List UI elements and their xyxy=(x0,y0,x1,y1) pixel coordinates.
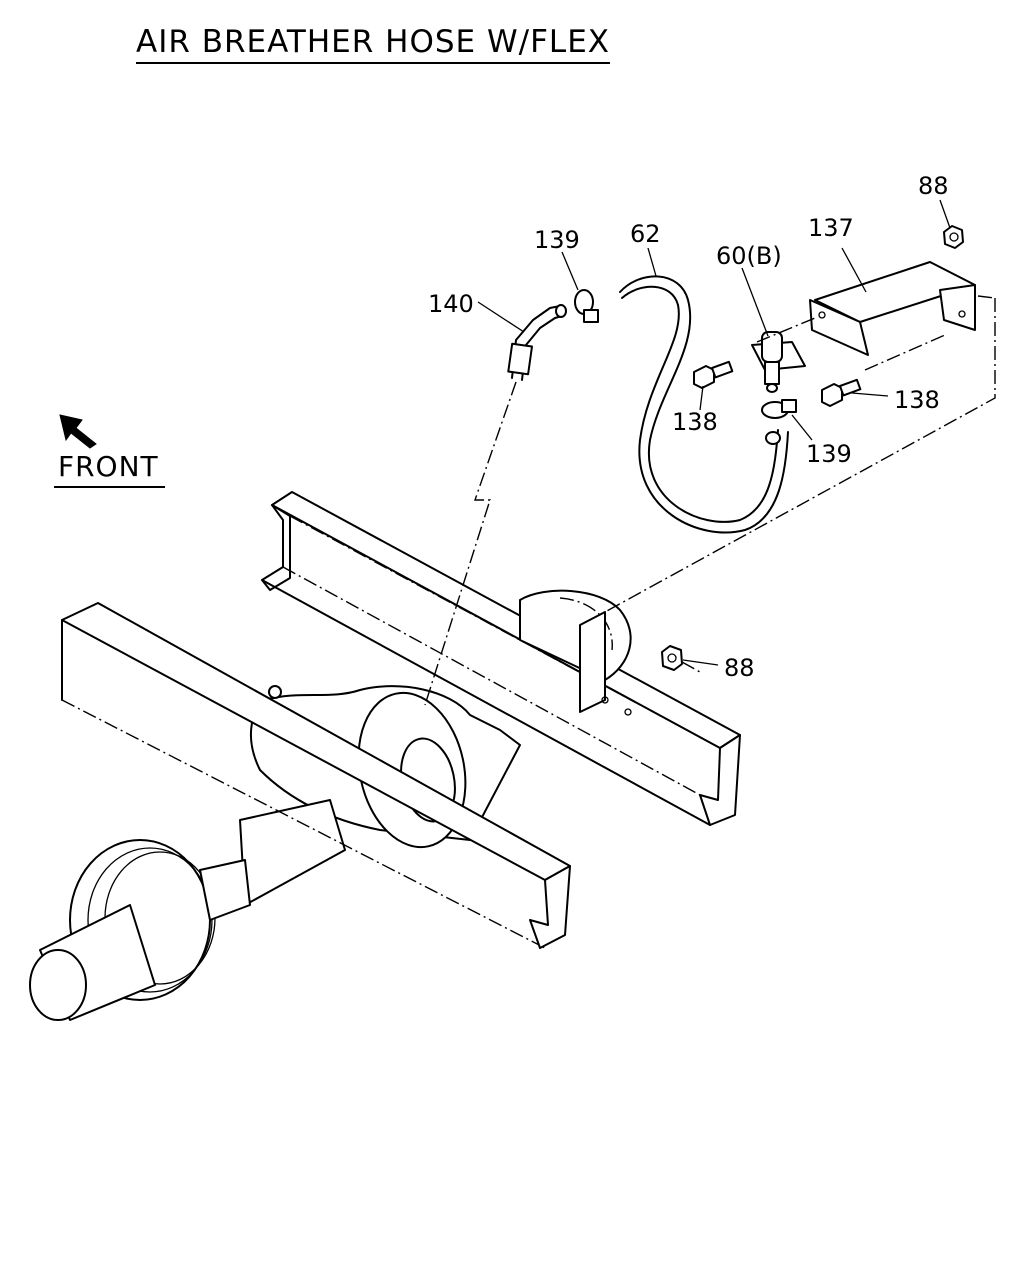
assembly-lines xyxy=(424,295,996,706)
callout-clamp-bottom: 139 xyxy=(806,440,852,468)
frame-rail-upper xyxy=(261,491,741,826)
callout-bolt-left: 138 xyxy=(672,408,718,436)
breather-pipe xyxy=(507,304,567,381)
connector-fitting xyxy=(751,331,806,393)
callout-clamp-top: 139 xyxy=(534,226,580,254)
callout-bolt-right: 138 xyxy=(894,386,940,414)
mounting-plate xyxy=(579,611,632,716)
axle-housing xyxy=(29,589,632,1021)
callout-bracket: 137 xyxy=(808,214,854,242)
air-hose xyxy=(619,275,789,534)
bolt-left xyxy=(693,360,734,389)
frame-rail-lower xyxy=(61,602,571,949)
page-title: AIR BREATHER HOSE W/FLEX xyxy=(136,24,611,64)
callout-nut-bottom: 88 xyxy=(724,654,755,682)
callout-breather-pipe: 140 xyxy=(428,290,474,318)
leader-lines xyxy=(477,199,951,666)
arrow-up-left-icon xyxy=(59,414,97,449)
callout-hose: 62 xyxy=(630,220,661,248)
hose-clamp-top xyxy=(574,289,599,323)
nut-top xyxy=(943,225,964,249)
front-direction-label: FRONT xyxy=(54,450,165,488)
bracket xyxy=(809,261,976,356)
callout-connector: 60(B) xyxy=(716,242,782,270)
nut-bottom xyxy=(661,645,683,671)
hose-clamp-bottom xyxy=(761,399,797,419)
bolt-right xyxy=(821,378,862,407)
callout-nut-top: 88 xyxy=(918,172,949,200)
